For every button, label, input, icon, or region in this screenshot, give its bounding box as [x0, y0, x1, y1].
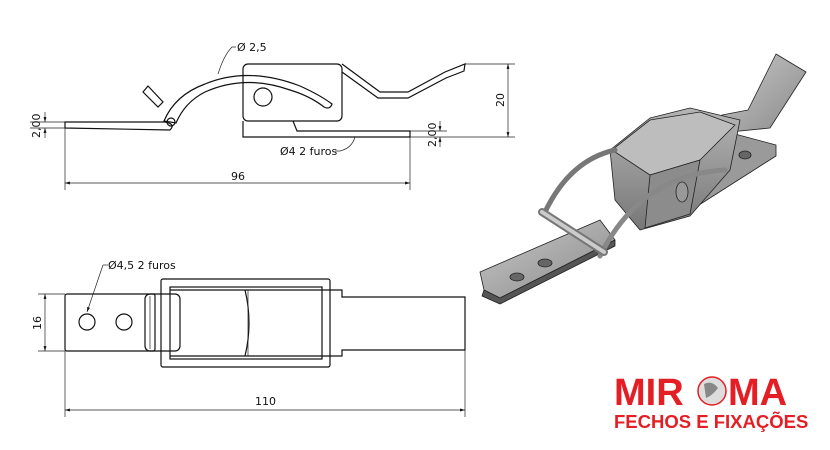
logo-subtitle: FECHOS E FIXAÇÕES: [614, 411, 808, 432]
pin-stub: [142, 85, 164, 108]
logo-name-left: MIR: [614, 372, 684, 414]
hole-note-side: Ø4 2 furos: [280, 145, 338, 158]
mounting-hole: [78, 313, 96, 331]
mounting-hole: [115, 313, 133, 331]
base-plate-left: [64, 121, 173, 131]
dim-length-side: 96: [231, 170, 245, 183]
pivot-pin: [253, 87, 273, 107]
hole-note-top: Ø4,5 2 furos: [108, 259, 176, 272]
dim-height: 20: [494, 93, 507, 107]
dim-width: 16: [31, 316, 44, 330]
iso-hole: [509, 272, 525, 282]
dim-length-top: 110: [255, 395, 276, 408]
wire-bail: [163, 74, 333, 124]
bail-curve: [244, 289, 250, 357]
frame-inner: [169, 286, 323, 360]
lever-strip: [170, 289, 466, 357]
miroma-logo: MIR MA FECHOS E FIXAÇÕES: [614, 372, 808, 432]
dim-thickness-right: 2,00: [426, 123, 439, 148]
top-view: 16 110 Ø4,5 2 furos: [31, 259, 466, 417]
hinge-roll: [166, 117, 176, 127]
hinge-slider: [144, 293, 181, 352]
mounting-plate: [64, 293, 156, 352]
iso-wire: [542, 147, 618, 215]
base-plate-right: [242, 120, 411, 138]
iso-hole: [537, 258, 553, 268]
handle-lever: [341, 63, 466, 99]
side-view: 2,00 2,00 20 96 Ø 2,5 Ø4 2 furos: [30, 41, 515, 190]
isometric-view: [479, 53, 807, 305]
dim-thickness-left: 2,00: [30, 114, 43, 139]
logo-name-right: MA: [728, 372, 787, 414]
wire-diameter-label: Ø 2,5: [237, 41, 267, 54]
latch-body: [242, 63, 343, 122]
frame-outer: [160, 278, 331, 368]
